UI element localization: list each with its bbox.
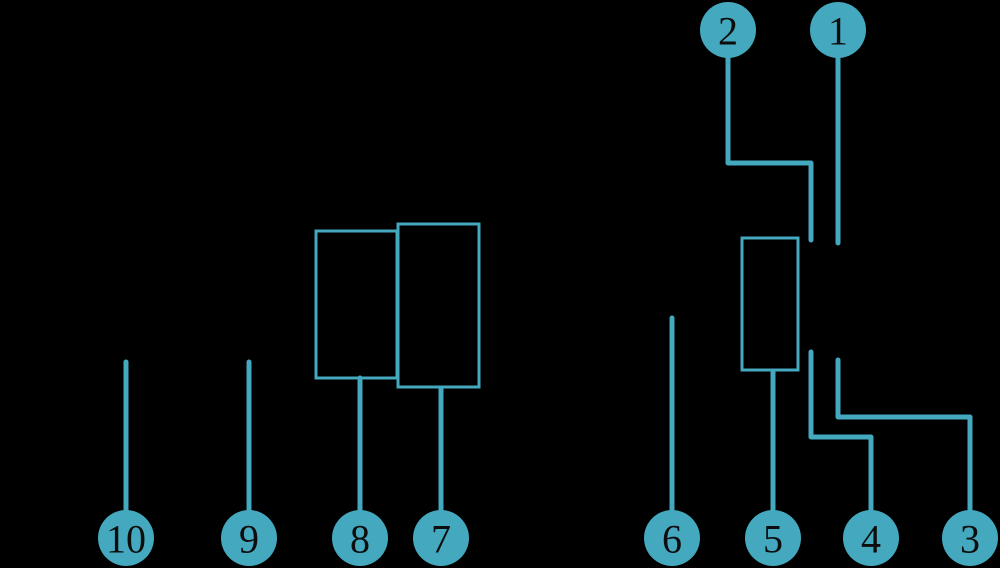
callout-8-bubble[interactable]: 8: [332, 510, 388, 566]
callout-8-circle[interactable]: [332, 510, 388, 566]
callout-2-leader-line: [725, 55, 814, 243]
callout-2-bubble[interactable]: 2: [700, 2, 756, 58]
callout-6-bubble[interactable]: 6: [644, 510, 700, 566]
callout-3-bubble[interactable]: 3: [942, 510, 998, 566]
region-box-detail: [740, 236, 800, 372]
callout-4-circle[interactable]: [843, 510, 899, 566]
callout-7-circle[interactable]: [413, 510, 469, 566]
callout-6-circle[interactable]: [644, 510, 700, 566]
callout-4-bubble[interactable]: 4: [843, 510, 899, 566]
region-box-left: [314, 229, 399, 380]
callout-1-bubble[interactable]: 1: [810, 2, 866, 58]
callout-9-bubble[interactable]: 9: [221, 510, 277, 566]
region-box-right: [396, 222, 481, 389]
callout-5-bubble[interactable]: 5: [745, 510, 801, 566]
callout-3-circle[interactable]: [942, 510, 998, 566]
callout-5-circle[interactable]: [745, 510, 801, 566]
callout-9-circle[interactable]: [221, 510, 277, 566]
callout-1-circle[interactable]: [810, 2, 866, 58]
callout-4-leader-line: [808, 349, 874, 513]
callout-7-bubble[interactable]: 7: [413, 510, 469, 566]
callout-2-circle[interactable]: [700, 2, 756, 58]
callout-3-leader-line: [835, 357, 973, 513]
rectangles-layer: [314, 222, 800, 389]
callout-10-circle[interactable]: [98, 510, 154, 566]
callout-10-bubble[interactable]: 10: [98, 510, 154, 566]
leader-lines-layer: [123, 55, 973, 513]
